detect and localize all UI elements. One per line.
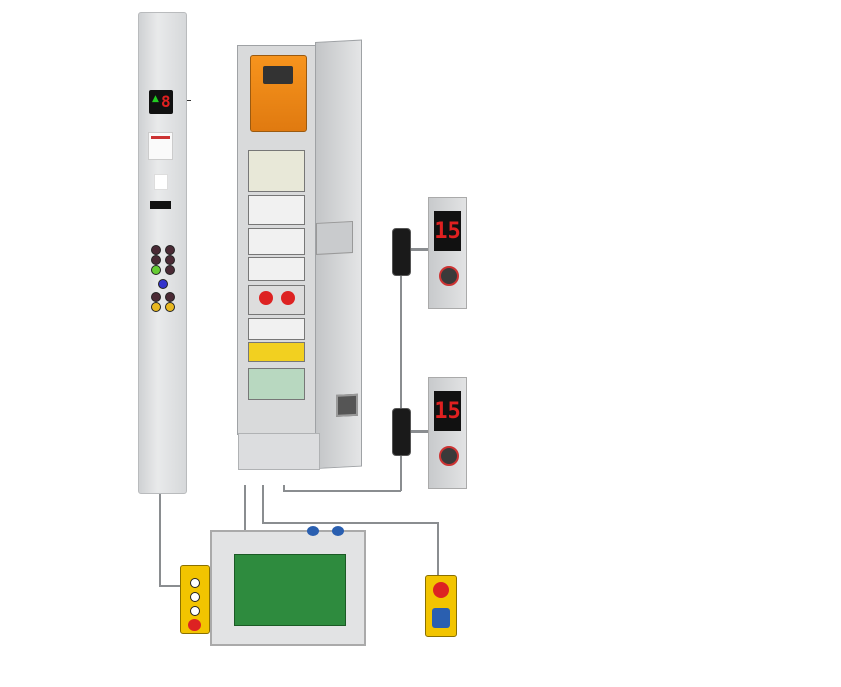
hall-station: 15 (428, 197, 467, 309)
accessibility-button[interactable] (158, 279, 168, 289)
controller-board (234, 554, 346, 626)
hall-floor-number: 15 (434, 218, 461, 244)
emergency-stop-module (248, 285, 305, 315)
inspection-button[interactable] (190, 606, 200, 616)
cable (400, 455, 402, 491)
cable (262, 485, 264, 523)
hall-floor-number: 15 (434, 398, 461, 424)
connector (332, 526, 344, 536)
floor-button[interactable] (165, 255, 175, 265)
cable (244, 485, 246, 532)
terminal-module (248, 318, 305, 340)
fan-icon (336, 393, 358, 417)
breaker-module (248, 195, 305, 225)
breaker-module (248, 228, 305, 255)
contactor-module (248, 257, 305, 281)
door-handle (316, 221, 353, 255)
cable (409, 430, 429, 433)
floor-button[interactable] (165, 245, 175, 255)
car-top-controller (210, 526, 366, 646)
alarm-button[interactable] (165, 302, 175, 312)
key-switch (154, 174, 168, 190)
power-supply-module (248, 342, 305, 362)
cabinet-door (315, 39, 362, 469)
door-open-button[interactable] (151, 292, 161, 302)
floor-button[interactable] (151, 255, 161, 265)
cable (437, 522, 439, 576)
instruction-sticker (148, 132, 173, 160)
terminal-block (248, 368, 305, 400)
inspection-button[interactable] (190, 592, 200, 602)
junction-box (392, 228, 411, 276)
cop-floor-number: 8 (161, 92, 171, 111)
floor-button[interactable] (165, 265, 175, 275)
cable (409, 248, 429, 251)
stop-button[interactable] (188, 619, 201, 631)
cable (262, 522, 438, 524)
junction-box (392, 408, 411, 456)
floor-button[interactable] (151, 245, 161, 255)
hall-call-button[interactable] (439, 446, 459, 466)
door-close-button[interactable] (165, 292, 175, 302)
cable (159, 585, 183, 587)
hall-call-button[interactable] (439, 266, 459, 286)
cabinet-plinth (238, 433, 320, 470)
frequency-inverter (250, 55, 307, 132)
floor-button[interactable] (151, 265, 161, 275)
socket-outlet (432, 608, 450, 628)
inspection-pendant (180, 565, 210, 634)
cable (283, 485, 285, 491)
connector (307, 526, 319, 536)
inspection-button[interactable] (190, 578, 200, 588)
hall-station: 15 (428, 377, 467, 489)
alarm-button[interactable] (151, 302, 161, 312)
hall-floor-display: 15 (434, 391, 461, 431)
cable (159, 492, 161, 586)
stop-switch[interactable] (433, 582, 449, 598)
cop-floor-display: ▲ 8 (149, 90, 173, 114)
cable (400, 275, 402, 408)
relay-module (248, 150, 305, 192)
car-operating-panel: ▲ 8 (138, 12, 187, 494)
arrow-up-down-icon: ▲ (152, 94, 159, 104)
pit-stop-box (425, 575, 457, 637)
info-lcd (150, 201, 171, 209)
cable (283, 490, 401, 492)
cable (185, 100, 191, 101)
hall-floor-display: 15 (434, 211, 461, 251)
